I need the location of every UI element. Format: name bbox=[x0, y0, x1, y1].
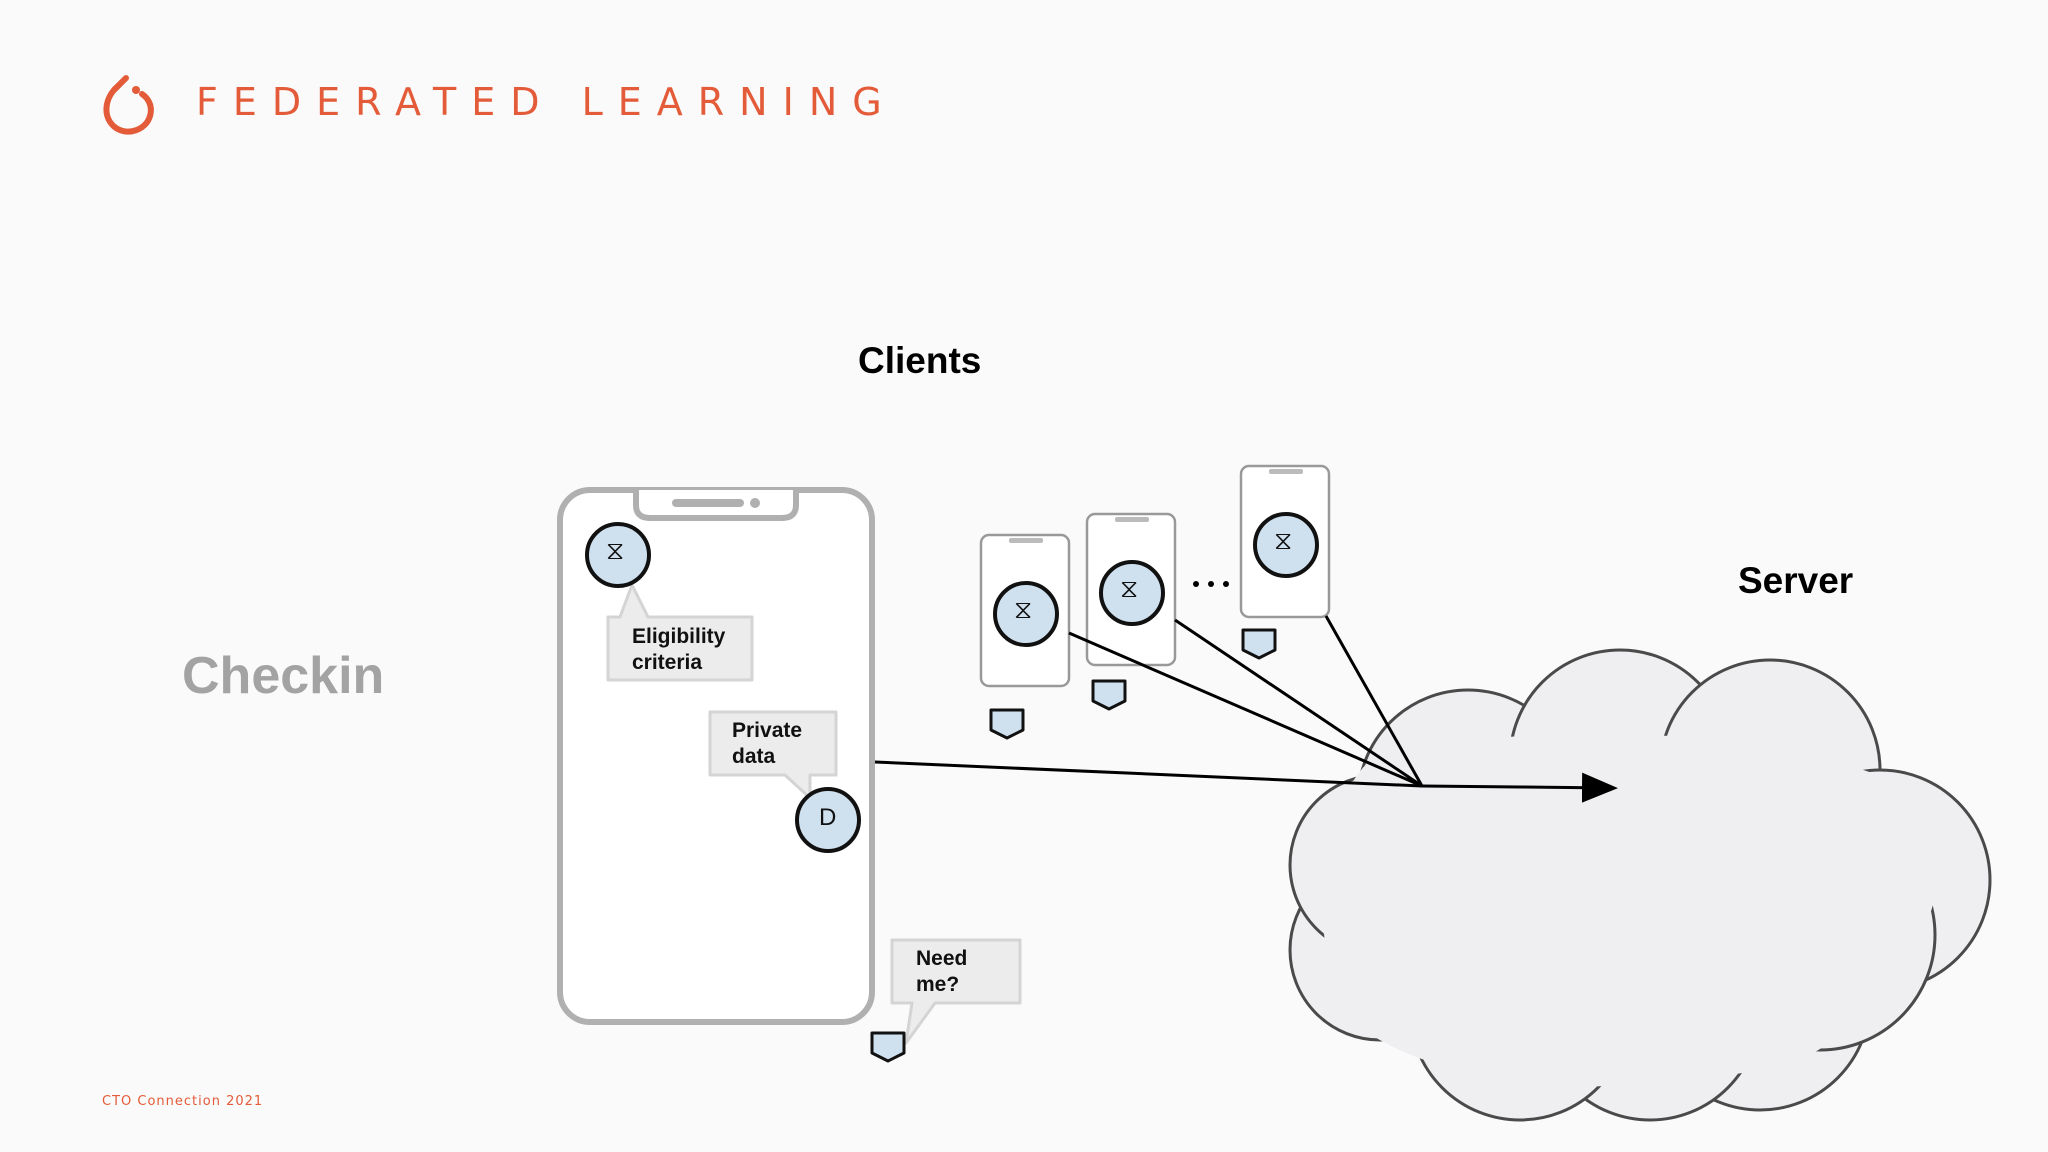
hourglass-icon: ⧖ bbox=[1120, 573, 1139, 603]
hourglass-node-main bbox=[585, 522, 651, 588]
hourglass-node-3 bbox=[1253, 512, 1319, 578]
more-clients-ellipsis bbox=[1193, 581, 1229, 587]
request-shield-icon-1 bbox=[989, 708, 1025, 740]
checkin-label: Checkin bbox=[182, 647, 385, 705]
hourglass-icon: ⧖ bbox=[606, 535, 625, 565]
private-data-callout-shape bbox=[708, 710, 838, 800]
request-shield-icon-2 bbox=[1091, 679, 1127, 711]
private-data-callout: Private data bbox=[732, 719, 803, 768]
request-shield-icon-main bbox=[870, 1031, 906, 1063]
need-me-callout: Need me? bbox=[916, 947, 968, 996]
eligibility-callout-shape bbox=[606, 583, 754, 682]
hourglass-icon: ⧖ bbox=[1014, 594, 1033, 624]
data-node-letter: D bbox=[819, 804, 837, 831]
page-title: FEDERATED LEARNING bbox=[196, 80, 897, 124]
hourglass-icon: ⧖ bbox=[1274, 525, 1293, 555]
data-node bbox=[795, 787, 861, 853]
request-shield-icon-3 bbox=[1241, 628, 1277, 660]
connection-lines bbox=[874, 615, 1618, 803]
server-label: Server bbox=[1738, 560, 1854, 601]
hourglass-node-2 bbox=[1099, 560, 1165, 626]
need-me-callout-shape bbox=[890, 938, 1022, 1045]
clients-label: Clients bbox=[858, 340, 982, 381]
pytorch-logo-icon bbox=[103, 75, 154, 135]
server-cloud bbox=[1288, 648, 1992, 1122]
footer-text: CTO Connection 2021 bbox=[102, 1094, 264, 1109]
hourglass-node-1 bbox=[993, 581, 1059, 647]
eligibility-criteria-callout: Eligibility criteria bbox=[632, 625, 726, 674]
